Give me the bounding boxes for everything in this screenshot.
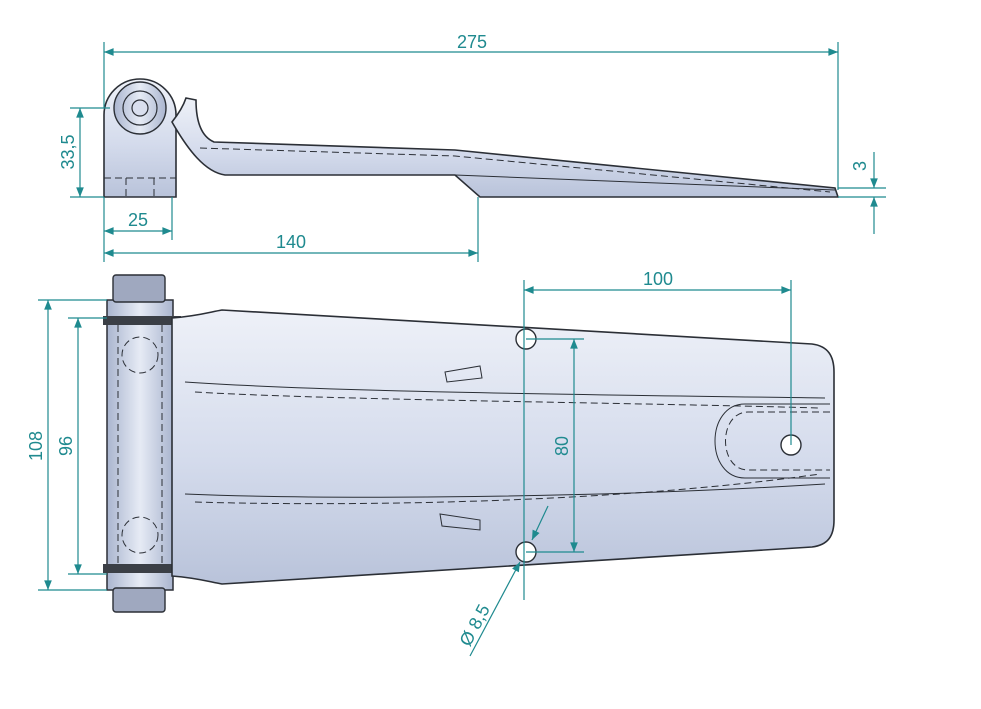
dim-width-inner: 96: [56, 436, 76, 456]
dim-tip-thickness: 3: [850, 161, 870, 171]
top-pin-bar: [106, 299, 174, 591]
side-pin-core: [131, 99, 149, 117]
dim-pin-height: 33,5: [58, 134, 78, 169]
dim-hole-spacing-x: 100: [643, 269, 673, 289]
top-slot: [714, 403, 830, 479]
side-view: [103, 78, 840, 198]
top-washer-bottom: [103, 564, 181, 573]
side-pin-inner: [122, 90, 158, 126]
top-view: [103, 274, 835, 613]
dim-overall-length: 275: [457, 32, 487, 52]
top-leaf-plate: [171, 309, 835, 585]
top-nut-top: [112, 274, 166, 303]
side-leaf: [171, 97, 840, 198]
dim-hole-spacing-y: 80: [552, 436, 572, 456]
top-washer-top: [103, 316, 181, 325]
dimensions: 275 33,5 3 25 140 100 80: [26, 32, 886, 657]
dim-plate-offset: 140: [276, 232, 306, 252]
dim-width-outer: 108: [26, 431, 46, 461]
dim-pin-width: 25: [128, 210, 148, 230]
top-nut-bottom: [112, 587, 166, 613]
dim-hole-diameter: Ø 8,5: [456, 601, 494, 649]
